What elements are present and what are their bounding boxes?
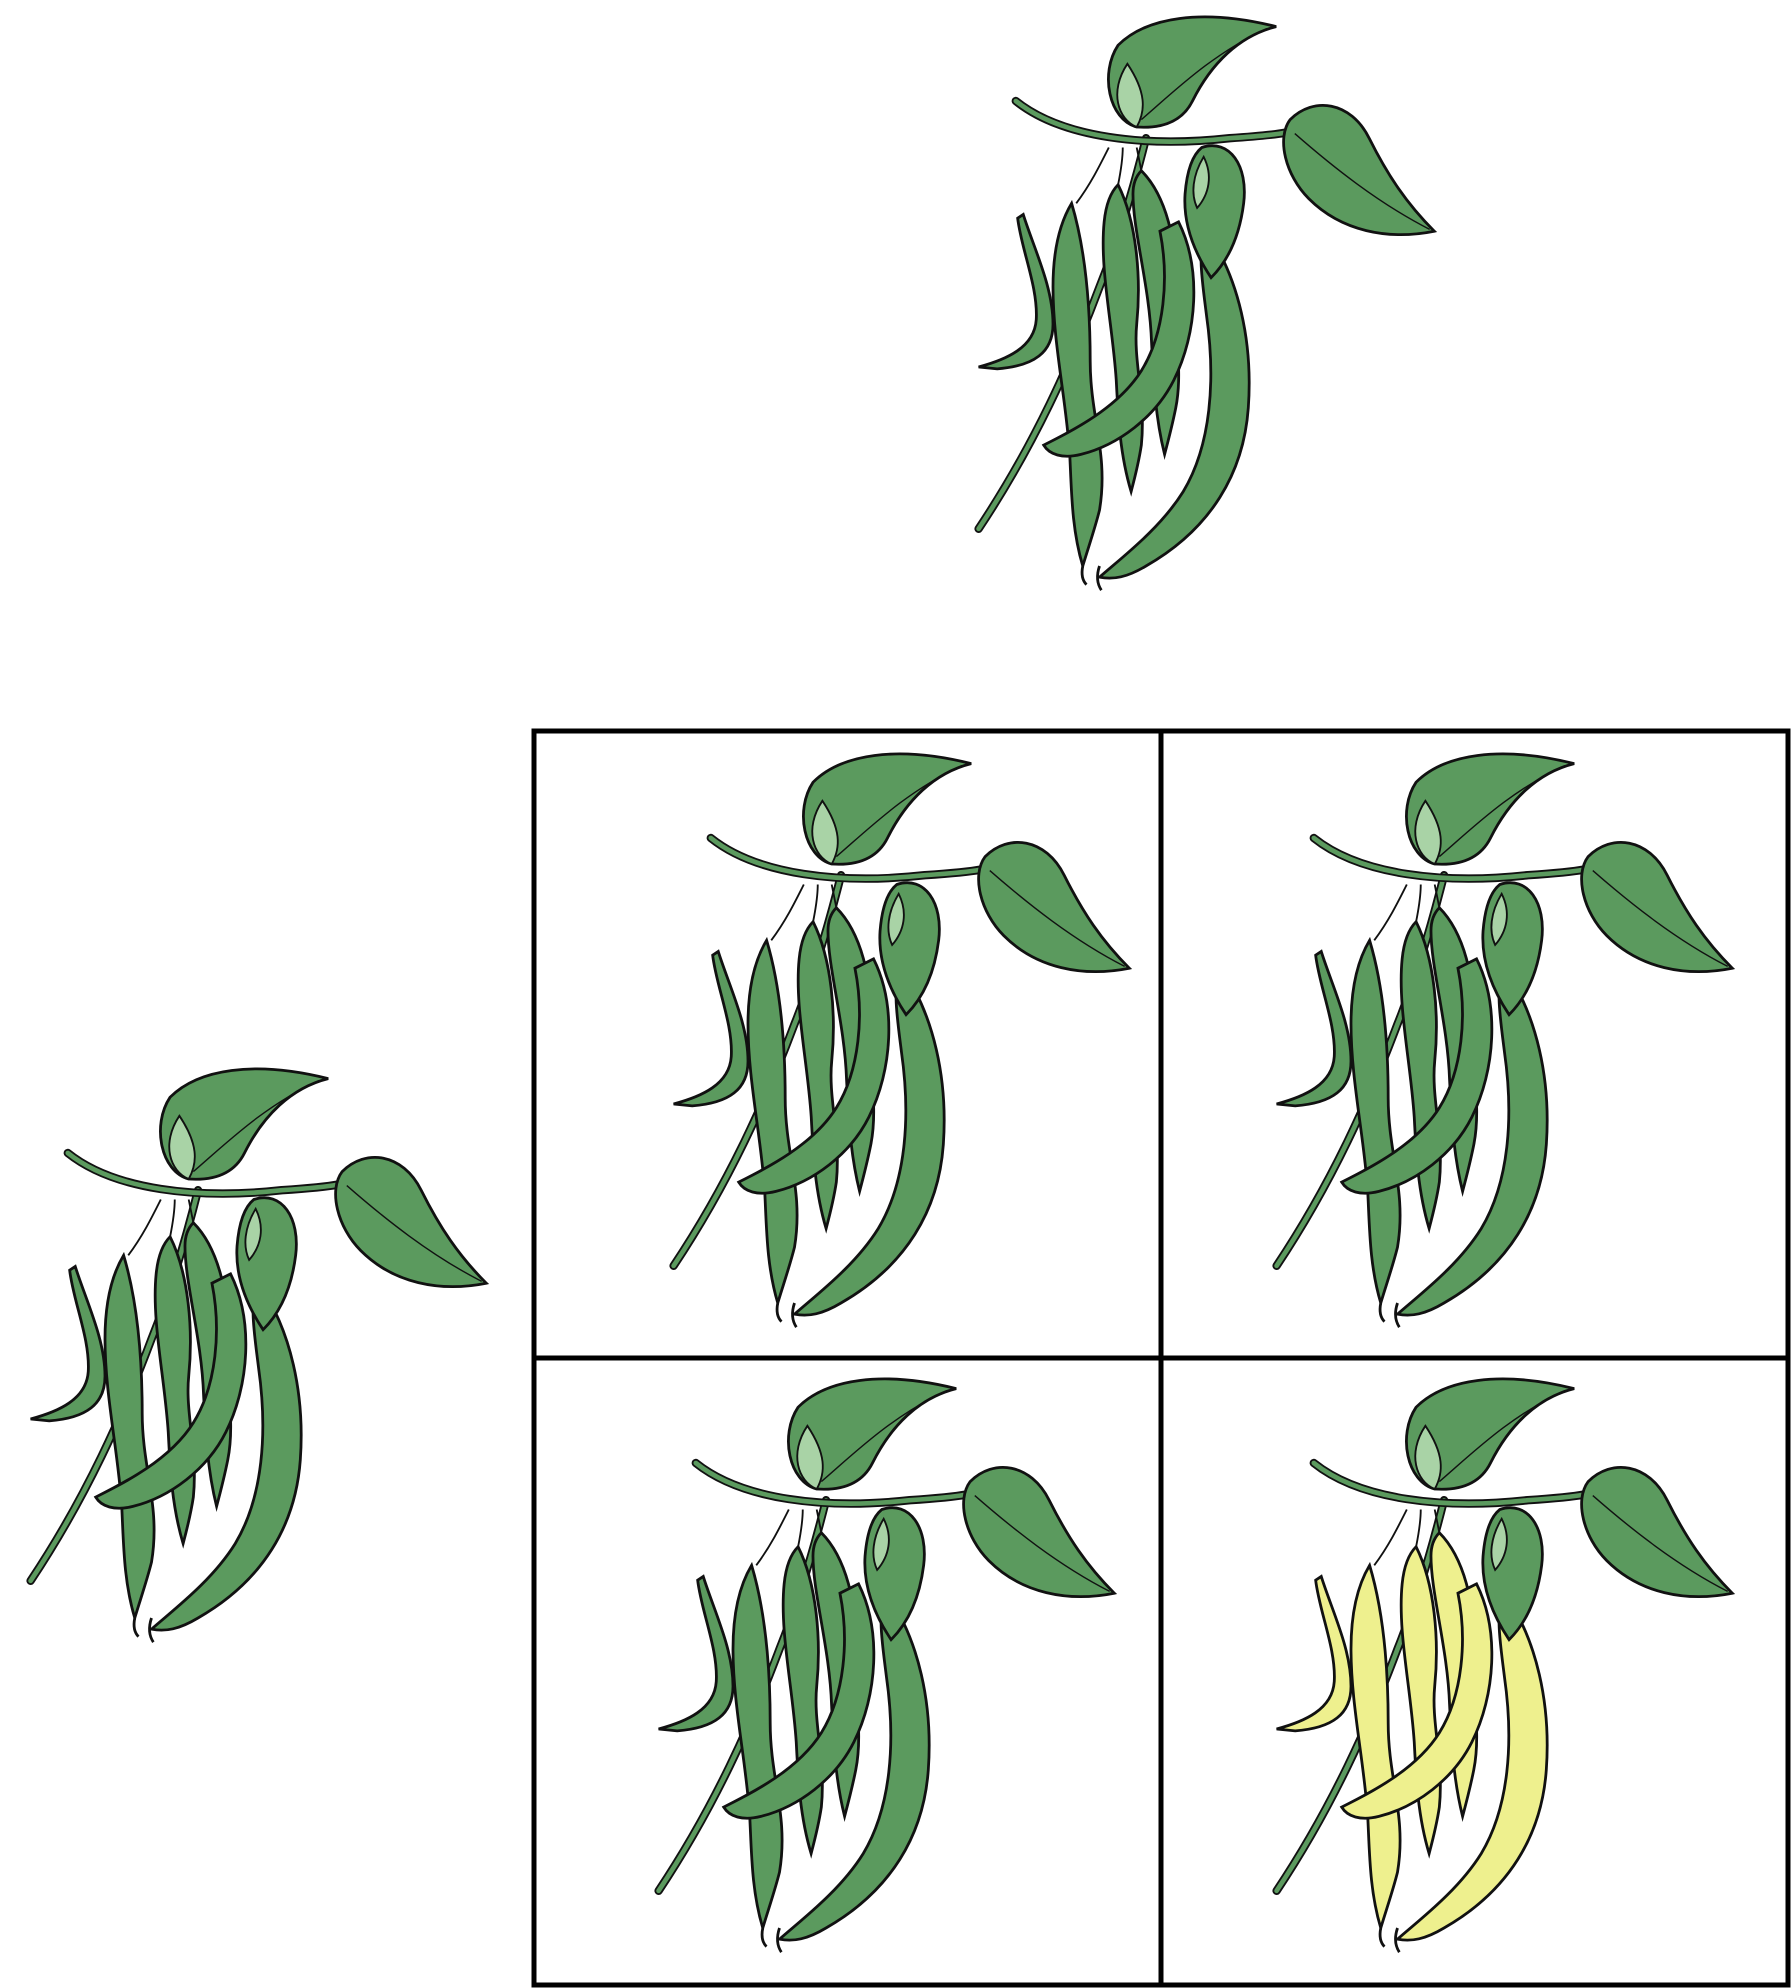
cell-r2-c1-green-pods	[659, 1379, 1115, 1952]
cell-r1-c1-green-pods	[674, 754, 1130, 1327]
cell-r2-c2-yellow-pods	[1277, 1379, 1733, 1952]
punnett-grid	[531, 728, 1791, 1988]
top-parent-plant	[979, 17, 1435, 590]
cell-r1-c2-green-pods	[1277, 754, 1733, 1327]
side-parent-plant	[31, 1069, 487, 1642]
